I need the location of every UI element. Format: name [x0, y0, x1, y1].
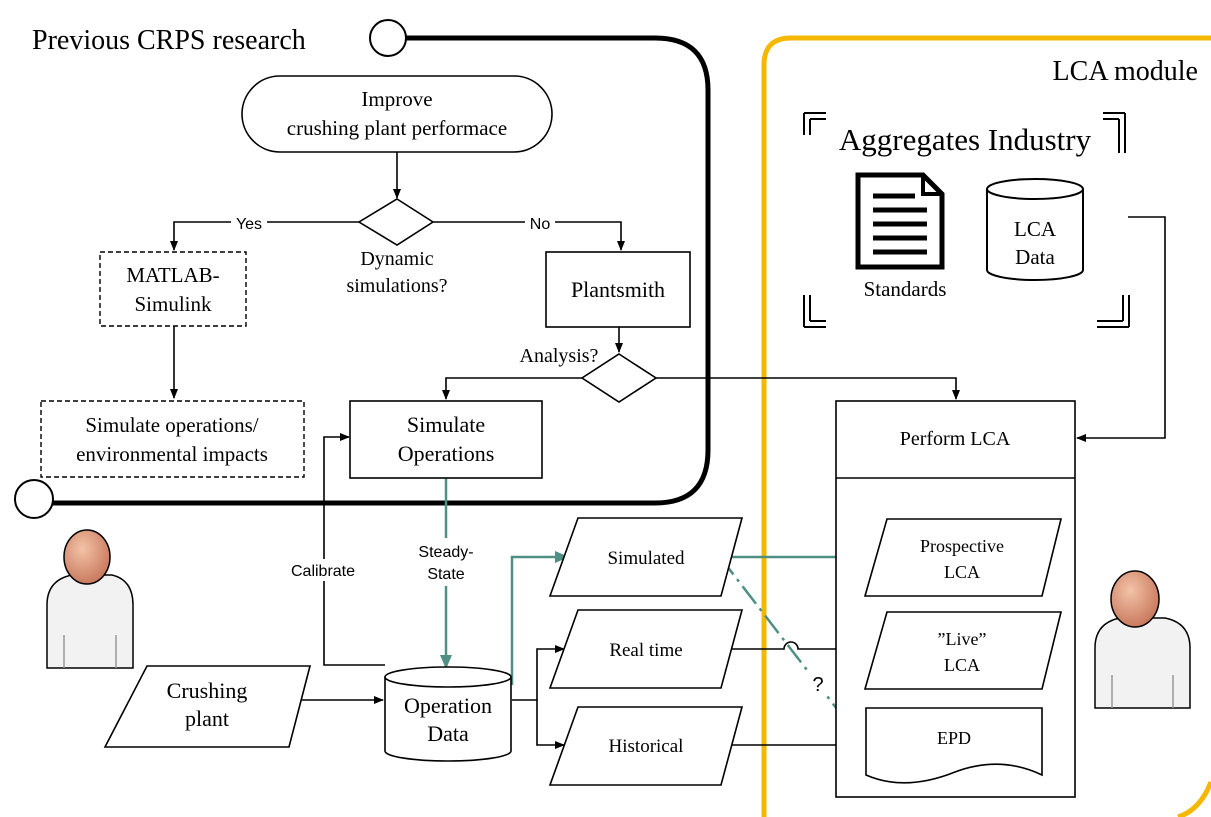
lca-module-frame: LCA module — [761, 35, 1211, 817]
standards-label: Standards — [864, 277, 947, 301]
node-simulated: Simulated — [548, 517, 744, 597]
svg-text:LCA: LCA — [944, 655, 980, 675]
previous-research-frame: Previous CRPS research — [14, 19, 711, 519]
node-analysis-decision: Analysis? — [520, 345, 658, 403]
no-label: No — [530, 216, 551, 233]
node-crushing-plant: Crushing plant — [103, 665, 312, 748]
svg-text:Operations: Operations — [398, 441, 495, 466]
svg-text:Simulated: Simulated — [607, 548, 685, 569]
node-dynamic-simulations-decision: Dynamic simulations? — [346, 198, 448, 297]
node-improve-performance: Improve crushing plant performace — [241, 75, 553, 153]
steady-state-label-1: Steady- — [418, 544, 473, 561]
svg-text:crushing plant performace: crushing plant performace — [287, 116, 507, 140]
lca-data-line2: Data — [1015, 245, 1055, 269]
yes-label: Yes — [236, 216, 262, 233]
svg-text:Operation: Operation — [404, 693, 492, 718]
svg-text:Prospective: Prospective — [920, 536, 1004, 556]
svg-text:”Live”: ”Live” — [938, 629, 987, 649]
svg-text:Plantsmith: Plantsmith — [571, 277, 665, 302]
node-operation-data: Operation Data — [384, 666, 512, 762]
svg-text:Improve: Improve — [361, 87, 432, 111]
node-matlab-simulink: MATLAB- Simulink — [99, 251, 247, 327]
calibrate-label: Calibrate — [291, 563, 355, 580]
edge-labels: Yes No Calibrate Steady- State ? — [231, 212, 830, 696]
lca-module-title: LCA module — [1053, 56, 1198, 87]
svg-text:Data: Data — [427, 721, 469, 746]
node-plantsmith: Plantsmith — [545, 251, 691, 328]
node-epd: EPD — [865, 707, 1043, 784]
node-prospective-lca: Prospective LCA — [863, 518, 1063, 597]
person-icon — [1094, 570, 1191, 709]
svg-text:Dynamic: Dynamic — [360, 248, 433, 270]
document-icon — [855, 172, 945, 270]
aggregates-industry-title: Aggregates Industry — [839, 122, 1092, 157]
svg-text:Crushing: Crushing — [167, 678, 248, 703]
node-live-lca: ”Live” LCA — [863, 611, 1063, 690]
node-simulate-env-impacts: Simulate operations/ environmental impac… — [40, 400, 305, 478]
svg-text:Perform LCA: Perform LCA — [900, 428, 1011, 450]
steady-state-label-2: State — [427, 566, 464, 583]
svg-text:EPD: EPD — [937, 728, 971, 748]
svg-text:environmental impacts: environmental impacts — [76, 442, 268, 466]
lca-data-line1: LCA — [1014, 217, 1057, 241]
svg-text:Analysis?: Analysis? — [520, 345, 599, 367]
aggregates-industry-group: Aggregates Industry Standards LCA Data — [803, 112, 1130, 328]
svg-text:Real time: Real time — [609, 640, 682, 661]
previous-research-title: Previous CRPS research — [32, 25, 306, 56]
svg-text:LCA: LCA — [944, 562, 980, 582]
svg-text:MATLAB-: MATLAB- — [126, 263, 219, 287]
svg-text:Simulate operations/: Simulate operations/ — [85, 413, 258, 437]
node-simulate-operations: Simulate Operations — [349, 400, 543, 479]
svg-text:Simulink: Simulink — [134, 292, 212, 316]
node-real-time: Real time — [548, 609, 744, 689]
person-icon — [46, 529, 134, 669]
database-icon: LCA Data — [986, 178, 1084, 281]
svg-text:simulations?: simulations? — [346, 275, 447, 297]
svg-text:Historical: Historical — [609, 736, 684, 757]
connectors — [170, 152, 1166, 749]
svg-text:plant: plant — [185, 706, 229, 731]
svg-text:Simulate: Simulate — [407, 412, 485, 437]
question-mark-label: ? — [812, 674, 823, 696]
node-historical: Historical — [548, 706, 744, 786]
